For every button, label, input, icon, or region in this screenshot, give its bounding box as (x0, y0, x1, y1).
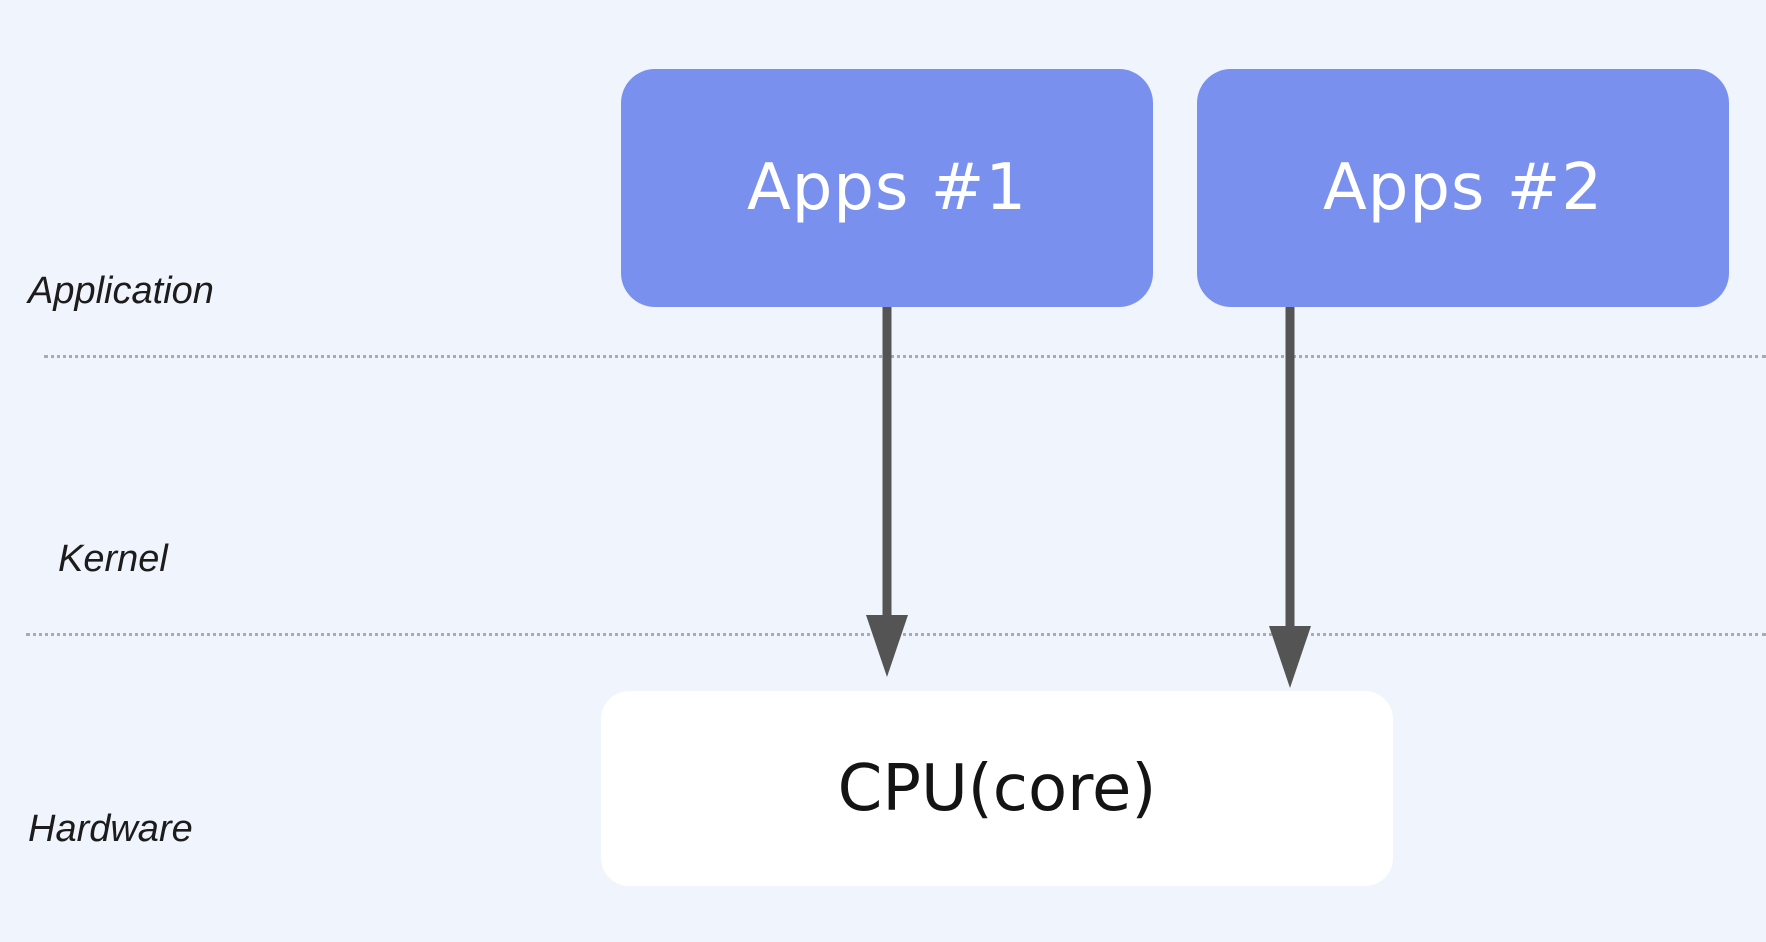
layer-label-hardware: Hardware (28, 808, 193, 850)
cpu-box-label: CPU(core) (837, 751, 1157, 826)
app-box-2-label: Apps #2 (1322, 151, 1604, 225)
app-box-2: Apps #2 (1197, 69, 1729, 307)
arrow-app2-to-cpu (1269, 307, 1311, 688)
layer-label-application: Application (28, 270, 214, 312)
arrow-app1-to-cpu (866, 307, 908, 677)
app-box-1-label: Apps #1 (746, 151, 1028, 225)
app-box-1: Apps #1 (621, 69, 1153, 307)
divider-application-kernel (44, 355, 1766, 358)
divider-kernel-hardware (26, 633, 1766, 636)
layer-label-kernel: Kernel (58, 538, 168, 580)
cpu-box: CPU(core) (601, 691, 1393, 886)
